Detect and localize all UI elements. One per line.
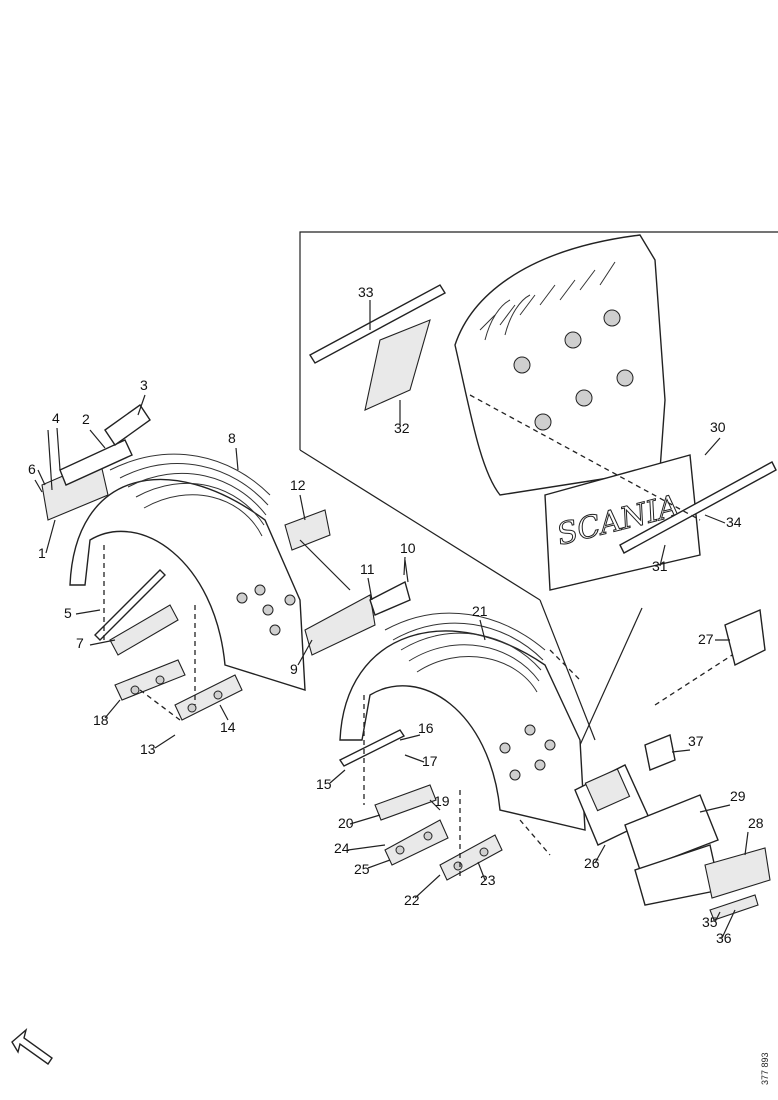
callout-12: 12 [290, 477, 306, 493]
callout-18: 18 [93, 712, 109, 728]
callout-24: 24 [334, 840, 350, 856]
rear-fender-assembly [338, 608, 771, 921]
callout-22: 22 [404, 892, 420, 908]
callout-15: 15 [316, 776, 332, 792]
callout-20: 20 [338, 815, 354, 831]
callout-21: 21 [472, 603, 488, 619]
detail-inset: SCANIA [299, 231, 778, 746]
front-fender-assembly [34, 404, 411, 721]
callout-17: 17 [422, 753, 438, 769]
callout-30: 30 [710, 419, 726, 435]
drawing-code: 377 893 [760, 1052, 770, 1085]
callout-8: 8 [228, 430, 236, 446]
callout-16: 16 [418, 720, 434, 736]
callout-3: 3 [140, 377, 148, 393]
callout-27: 27 [698, 631, 714, 647]
callout-35: 35 [702, 914, 718, 930]
callout-25: 25 [354, 861, 370, 877]
callout-34: 34 [726, 514, 742, 530]
callout-36: 36 [716, 930, 732, 946]
callout-26: 26 [584, 855, 600, 871]
callout-1: 1 [38, 545, 46, 561]
callout-32: 32 [394, 420, 410, 436]
callout-37: 37 [688, 733, 704, 749]
callout-29: 29 [730, 788, 746, 804]
callout-28: 28 [748, 815, 764, 831]
callout-13: 13 [140, 741, 156, 757]
callout-4: 4 [52, 410, 60, 426]
callout-14: 14 [220, 719, 236, 735]
callout-labels: 1 2 3 4 5 6 7 8 9 10 11 12 13 14 15 16 1… [28, 284, 764, 946]
callout-6: 6 [28, 461, 36, 477]
callout-7: 7 [76, 635, 84, 651]
callout-19: 19 [434, 793, 450, 809]
callout-10: 10 [400, 540, 416, 556]
callout-11: 11 [360, 561, 375, 577]
callout-31: 31 [652, 558, 668, 574]
callout-5: 5 [64, 605, 72, 621]
direction-arrow-icon [11, 1028, 53, 1065]
callout-33: 33 [358, 284, 374, 300]
callout-9: 9 [290, 661, 298, 677]
callout-2: 2 [82, 411, 90, 427]
